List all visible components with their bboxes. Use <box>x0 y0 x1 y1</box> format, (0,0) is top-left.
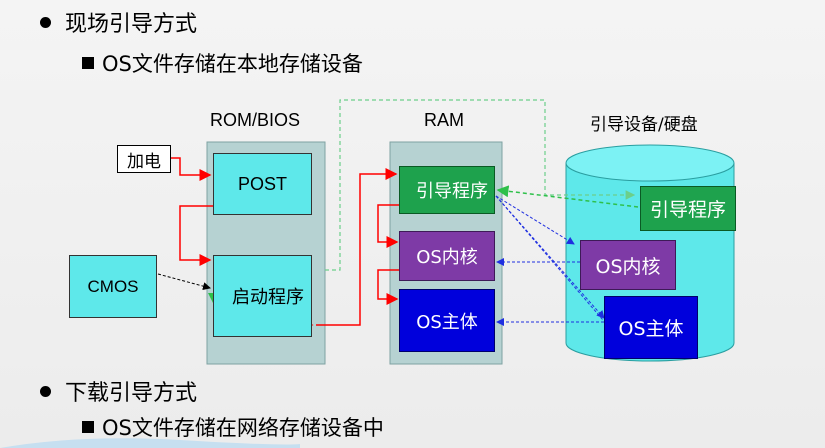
rom-bios-label: ROM/BIOS <box>210 110 301 130</box>
sub-onsite-boot: OS文件存储在本地存储设备 <box>82 48 363 78</box>
post-box: POST <box>213 153 312 215</box>
ram-os-main-box: OS主体 <box>399 289 495 352</box>
loader-to-kernel-arrow <box>377 204 400 248</box>
bullet-onsite-boot-text: 现场引导方式 <box>65 12 198 37</box>
dashed-read-loader-arrow <box>325 99 636 271</box>
ram-boot-loader-label: 引导程序 <box>416 181 488 202</box>
power-to-post-arrow <box>170 157 212 181</box>
disk-os-main-label: OS主体 <box>618 318 684 340</box>
kernel-to-main-arrow <box>377 269 400 305</box>
ram-os-kernel-label: OS内核 <box>416 247 478 268</box>
ram-os-kernel-box: OS内核 <box>399 231 495 281</box>
cmos-to-bootprog-arrow <box>157 273 211 291</box>
disk-loader-to-ram-arrow <box>496 185 639 208</box>
boot-device-label: 引导设备/硬盘 <box>590 115 698 135</box>
cmos-label: CMOS <box>87 276 139 296</box>
bullet-dot <box>40 385 51 397</box>
decorative-wave <box>0 438 300 448</box>
loader-to-disk-main-arrow-2 <box>495 195 604 321</box>
loader-to-disk-kernel-arrow <box>495 195 575 245</box>
sub-download-boot-text: OS文件存储在网络存储设备中 <box>102 416 384 440</box>
bullet-download-boot-text: 下载引导方式 <box>65 381 198 406</box>
bullet-onsite-boot: 现场引导方式 <box>40 6 197 38</box>
cmos-box: CMOS <box>69 255 157 318</box>
square-bullet <box>82 57 94 69</box>
ram-os-main-label: OS主体 <box>416 311 478 333</box>
square-bullet <box>82 421 94 433</box>
post-label: POST <box>237 173 287 194</box>
bullet-dot <box>40 16 51 28</box>
power-on-label: 加电 <box>127 151 161 172</box>
sub-onsite-boot-text: OS文件存储在本地存储设备 <box>102 52 363 76</box>
bootprog-to-loader-arrow <box>316 168 398 326</box>
boot-program-label: 启动程序 <box>232 287 304 308</box>
boot-program-box: 启动程序 <box>213 255 312 337</box>
power-on-box: 加电 <box>117 145 171 173</box>
disk-os-kernel-label: OS内核 <box>595 255 661 278</box>
disk-boot-loader-label: 引导程序 <box>649 199 726 221</box>
disk-os-main-box: OS主体 <box>604 296 698 359</box>
disk-boot-loader-box: 引导程序 <box>640 186 736 231</box>
ram-label: RAM <box>424 110 464 130</box>
ram-boot-loader-box: 引导程序 <box>399 166 495 214</box>
bullet-download-boot: 下载引导方式 <box>40 375 197 407</box>
disk-os-kernel-box: OS内核 <box>580 240 676 290</box>
sub-download-boot: OS文件存储在网络存储设备中 <box>82 412 384 442</box>
post-to-bootprog-arrow <box>179 205 213 266</box>
